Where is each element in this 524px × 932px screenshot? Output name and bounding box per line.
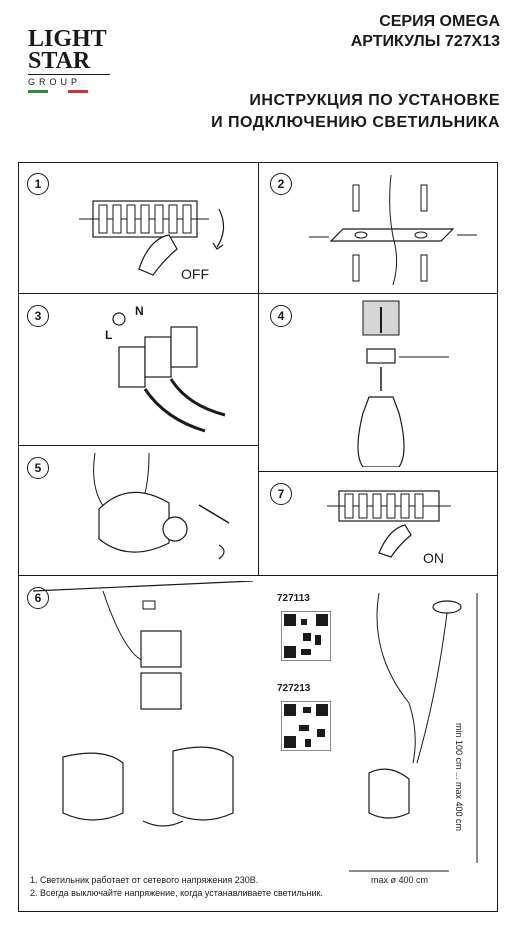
divider-row-2-left	[19, 445, 258, 446]
step-6-assembly-illustration	[33, 581, 254, 827]
step-7-breaker-illustration: ON	[327, 490, 451, 566]
step-1-breaker-illustration: OFF	[79, 200, 225, 282]
divider-row-2-right	[258, 471, 497, 472]
step-1-number: 1	[27, 173, 49, 195]
italian-flag-stripe	[28, 90, 88, 93]
step-1-off-label: OFF	[181, 266, 209, 282]
logo-line-2: STAR	[28, 48, 91, 74]
title-line-2: И ПОДКЛЮЧЕНИЮ СВЕТИЛЬНИКА	[211, 114, 500, 131]
divider-row-3	[19, 575, 497, 576]
diameter-dimension-label: max ø 400 cm	[371, 875, 429, 885]
instruction-grid: 1 OFF 2 3 N L	[18, 162, 498, 912]
step-4-canopy-illustration	[357, 300, 449, 467]
flag-red	[68, 90, 88, 93]
logo-line-3: GROUP	[28, 74, 110, 87]
lamp-dimension-diagram	[349, 592, 478, 872]
step-7-on-label: ON	[423, 550, 444, 566]
step-5-number: 5	[27, 457, 49, 479]
step-3-number: 3	[27, 305, 49, 327]
step-3-l-label: L	[105, 328, 112, 342]
flag-white	[48, 90, 68, 93]
series-name: СЕРИЯ OMEGA	[379, 13, 500, 30]
ground-icon	[112, 312, 126, 326]
step-3-terminal-illustration: N L	[105, 304, 226, 433]
brand-logo: LIGHT STAR GROUP	[28, 26, 110, 93]
step-2-bracket-illustration	[309, 175, 477, 286]
article-2-qr-code	[281, 701, 331, 751]
article-1-qr-code	[281, 611, 331, 661]
article-2-code: 727213	[277, 683, 311, 694]
note-2: 2. Всегда выключайте напряжение, когда у…	[30, 888, 323, 898]
series-header: СЕРИЯ OMEGA АРТИКУЛЫ 727Х13	[351, 12, 500, 52]
document-title: ИНСТРУКЦИЯ ПО УСТАНОВКЕ И ПОДКЛЮЧЕНИЮ СВ…	[211, 90, 500, 134]
notes: 1. Светильник работает от сетевого напря…	[30, 874, 323, 900]
step-3-n-label: N	[135, 304, 144, 318]
step-6-number: 6	[27, 587, 49, 609]
flag-green	[28, 90, 48, 93]
step-7-number: 7	[270, 483, 292, 505]
step-4-number: 4	[270, 305, 292, 327]
step-2-number: 2	[270, 173, 292, 195]
article-codes: АРТИКУЛЫ 727Х13	[350, 33, 500, 50]
logo-line-1: LIGHT	[28, 26, 107, 52]
title-line-1: ИНСТРУКЦИЯ ПО УСТАНОВКЕ	[249, 92, 500, 109]
article-1-code: 727113	[277, 593, 310, 604]
step-5-bulb-illustration	[93, 453, 230, 560]
note-1: 1. Светильник работает от сетевого напря…	[30, 875, 259, 885]
height-dimension-label: min 100 cm ... max 400 cm	[454, 723, 464, 832]
divider-column	[258, 163, 259, 575]
